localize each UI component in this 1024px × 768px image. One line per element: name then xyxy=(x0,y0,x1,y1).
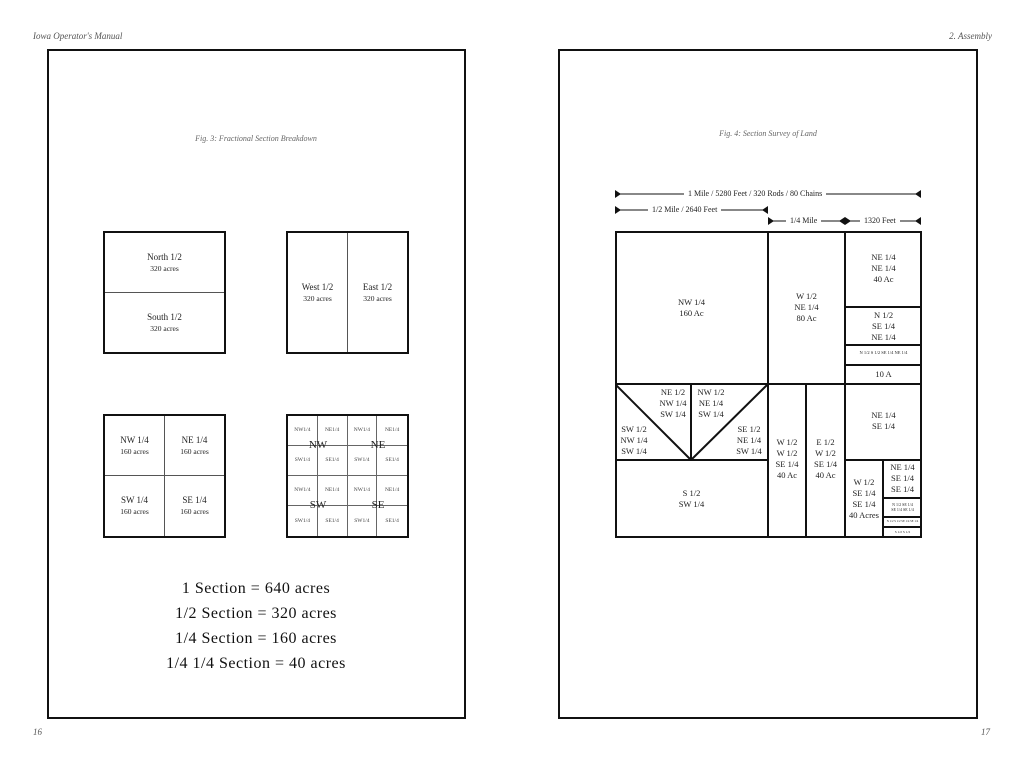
page-number-right: 17 xyxy=(981,727,990,737)
sixteenth-cell: NW1/4 xyxy=(288,416,318,446)
parcel-tiny-3: S 1/2 S 1/2 xyxy=(894,530,911,534)
quarter-acres: 160 acres xyxy=(120,446,149,456)
fig4-caption: Fig. 4: Section Survey of Land xyxy=(719,129,817,138)
dim-one-mile: 1 Mile / 5280 Feet / 320 Rods / 80 Chain… xyxy=(684,189,827,198)
parcel-tri-1: NE 1/2 NW 1/4 SW 1/4 xyxy=(659,387,687,419)
quarter-acres: 160 acres xyxy=(180,446,209,456)
page-number-left: 16 xyxy=(33,727,42,737)
parcel-10a: 10 A xyxy=(875,369,892,379)
arrow-icon xyxy=(768,217,774,225)
sixteenth-cell: NE1/4 xyxy=(377,416,407,446)
arrow-icon xyxy=(915,190,921,198)
parcel-tri-3: SW 1/2 NW 1/4 SW 1/4 xyxy=(620,424,648,456)
parcel-tri-2: NW 1/2 NE 1/4 SW 1/4 xyxy=(697,387,725,419)
equation: 1/2 Section = 320 acres xyxy=(175,605,337,622)
section-survey-diagram: NW 1/4 160 Ac W 1/2 NE 1/4 80 Ac NE 1/4 … xyxy=(615,231,922,538)
half-acres: 320 acres xyxy=(363,293,392,303)
parcel-tiny-2: N 1/2 S 1/2 SE 1/4 SE 1/4 xyxy=(886,519,919,523)
parcel-tiny-1: N 1/2 SE 1/4 SE 1/4 SE 1/4 xyxy=(891,502,914,512)
parcel-w-se-se: W 1/2 SE 1/4 SE 1/4 40 Acres xyxy=(849,477,879,520)
left-page-frame xyxy=(47,49,466,719)
sixteenth-cell: SE1/4 xyxy=(385,517,399,524)
sixteenth-cell: SE1/4 xyxy=(377,446,407,476)
sixteenth-cell: NE1/4 xyxy=(377,476,407,506)
arrow-icon xyxy=(615,206,621,214)
half-acres: 320 acres xyxy=(150,323,179,333)
diamond-icon xyxy=(839,217,851,225)
arrow-icon xyxy=(915,217,921,225)
parcel-nw: NW 1/4 160 Ac xyxy=(678,297,705,318)
dim-half-mile: 1/2 Mile / 2640 Feet xyxy=(648,205,722,214)
dim-1320-feet: 1320 Feet xyxy=(860,216,900,225)
quarter-label: SW 1/4 xyxy=(120,495,149,505)
arrow-icon xyxy=(615,190,621,198)
parcel-e-w-se: E 1/2 W 1/2 SE 1/4 40 Ac xyxy=(814,437,837,480)
sixteenth-cell: SE1/4 xyxy=(318,506,348,536)
sixteenth-cell: NE1/4 xyxy=(317,476,348,506)
parcel-s-sw: S 1/2 SW 1/4 xyxy=(678,488,705,509)
half-label: West 1/2 xyxy=(301,281,334,292)
sixteenth-cell: SW1/4 xyxy=(347,446,378,476)
parcel-tri-4: SE 1/2 NE 1/4 SW 1/4 xyxy=(736,424,762,456)
quadrant-label: NW xyxy=(308,439,328,451)
parcel-ne-se: NE 1/4 SE 1/4 xyxy=(871,410,896,431)
arrow-icon xyxy=(762,206,768,214)
equation: 1/4 Section = 160 acres xyxy=(175,630,337,647)
fig3-caption: Fig. 3: Fractional Section Breakdown xyxy=(195,134,317,143)
right-page-frame xyxy=(558,49,978,719)
half-label: South 1/2 xyxy=(147,311,182,322)
parcel-n-s-se-ne: N 1/2 S 1/2 SE 1/4 NE 1/4 xyxy=(859,350,908,355)
parcel-ne-se-se: NE 1/4 SE 1/4 SE 1/4 xyxy=(890,462,915,494)
quadrant-label: NE xyxy=(370,439,386,451)
survey-lines xyxy=(615,231,922,538)
parcel-w-ne: W 1/2 NE 1/4 80 Ac xyxy=(794,291,819,323)
parcel-w-w-se: W 1/2 W 1/2 SE 1/4 40 Ac xyxy=(775,437,799,480)
dim-quarter-mile: 1/4 Mile xyxy=(786,216,822,225)
quarter-acres: 160 acres xyxy=(180,507,209,516)
equation: 1 Section = 640 acres xyxy=(181,580,331,597)
sixteenth-cell: SW1/4 xyxy=(288,446,318,476)
sixteenth-cell: NW1/4 xyxy=(347,476,378,506)
running-header-left: Iowa Operator's Manual xyxy=(33,31,123,41)
sixteenth-cell: NW1/4 xyxy=(288,476,318,506)
quarter-label: SE 1/4 xyxy=(182,495,207,505)
half-acres: 320 acres xyxy=(303,293,332,303)
parcel-ne-ne: NE 1/4 NE 1/4 40 Ac xyxy=(871,252,896,284)
sixteenth-cell: SW1/4 xyxy=(348,506,378,536)
equation: 1/4 1/4 Section = 40 acres xyxy=(166,655,346,672)
half-label: East 1/2 xyxy=(362,281,393,292)
quarter-acres: 160 acres xyxy=(120,507,149,516)
quarter-label: NE 1/4 xyxy=(181,434,208,445)
sixteenth-cell: SE1/4 xyxy=(317,446,348,476)
sixteenth-cell: NW1/4 xyxy=(347,416,378,446)
quarter-label: NW 1/4 xyxy=(120,434,149,445)
half-acres: 320 acres xyxy=(150,263,179,273)
quadrant-label: SW xyxy=(309,499,327,511)
parcel-n-se-ne: N 1/2 SE 1/4 NE 1/4 xyxy=(871,310,896,342)
sixteenth-cell: NE1/4 xyxy=(317,416,348,446)
half-label: North 1/2 xyxy=(147,251,182,262)
running-header-right: 2. Assembly xyxy=(949,31,992,41)
quadrant-label: SE xyxy=(371,499,385,511)
sixteenth-cell: SW1/4 xyxy=(288,506,318,536)
